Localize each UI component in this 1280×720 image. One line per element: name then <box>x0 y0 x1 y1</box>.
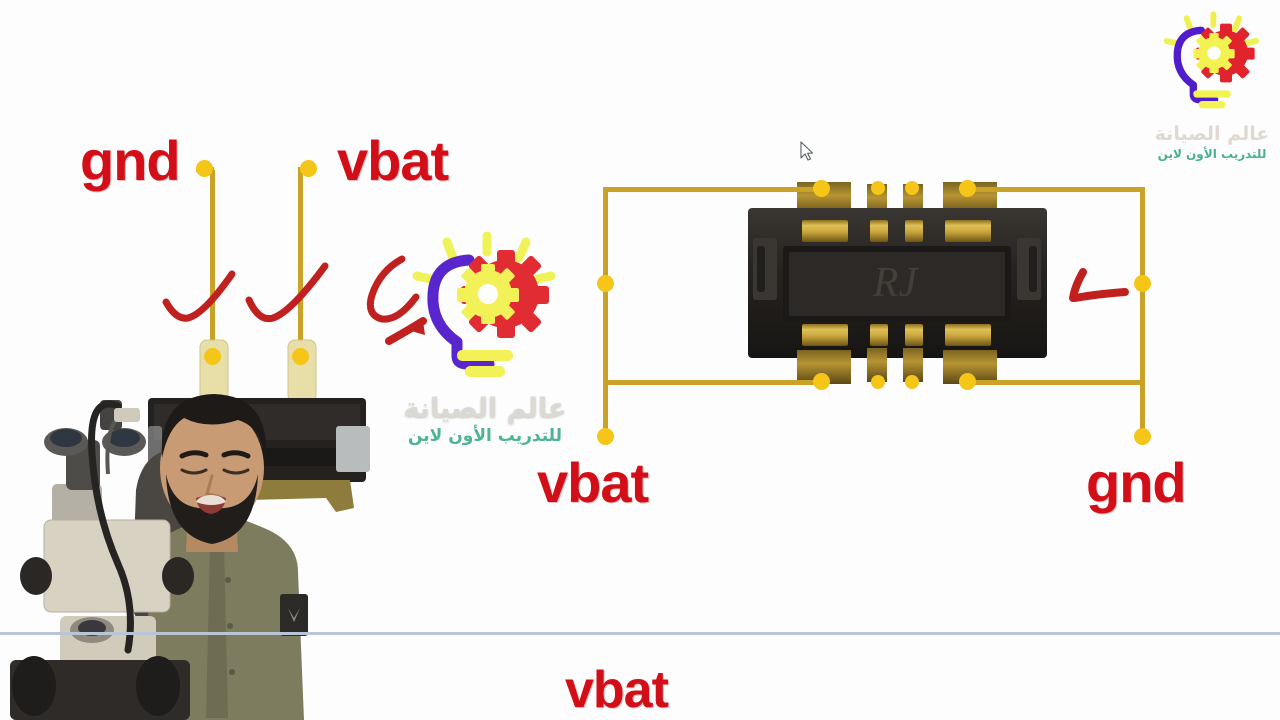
brand-logo-top-right: عالم الصيانة للتدريب الأون لاين <box>1152 6 1272 166</box>
node-connector-pad-bottom-1 <box>813 373 830 390</box>
node-connector-pad-bottom-3 <box>905 375 919 389</box>
brand-logo-brand-text: عالم الصيانة <box>1154 123 1270 145</box>
label-vbat-top-left: vbat <box>337 129 449 192</box>
horizontal-divider <box>0 632 1280 635</box>
right-bus-top-branch <box>962 187 1145 192</box>
label-gnd-bottom-right: gnd <box>1086 451 1187 514</box>
node-connector-pad-top-1 <box>813 180 830 197</box>
label-gnd-top-left: gnd <box>80 129 181 192</box>
node-left-bus-mid <box>597 275 614 292</box>
left-bus-bottom-branch <box>603 380 828 385</box>
video-overlay-technician <box>10 394 308 720</box>
center-watermark-logo: عالم الصيانة للتدريب الأون لاين <box>395 231 575 446</box>
logo-tagline-text: للتدريب الأون لاين <box>408 426 562 446</box>
red-arrow-right <box>1069 268 1129 302</box>
node-socket-pad-gnd <box>204 348 221 365</box>
svg-text:RJ: RJ <box>872 260 920 306</box>
node-connector-pad-top-3 <box>905 181 919 195</box>
battery-fpc-connector-photo: RJ <box>748 182 1047 384</box>
node-vbat-bottom-left <box>597 428 614 445</box>
node-gnd-top-left <box>196 160 213 177</box>
left-bus-vertical <box>603 192 608 440</box>
red-check-mark-2 <box>245 262 329 323</box>
node-connector-pad-bottom-4 <box>959 373 976 390</box>
node-connector-pad-bottom-2 <box>871 375 885 389</box>
logo-brand-text: عالم الصيانة <box>403 393 567 424</box>
label-vbat-bottom-center: vbat <box>565 661 669 719</box>
red-check-mark-1 <box>162 270 236 322</box>
node-right-bus-mid <box>1134 275 1151 292</box>
left-bus-top-branch <box>603 187 828 192</box>
node-connector-pad-top-4 <box>959 180 976 197</box>
right-bus-bottom-branch <box>962 380 1145 385</box>
label-vbat-bottom-left: vbat <box>537 451 649 514</box>
node-vbat-top-left <box>300 160 317 177</box>
node-gnd-bottom-right <box>1134 428 1151 445</box>
right-bus-vertical <box>1140 192 1145 440</box>
node-connector-pad-top-2 <box>871 181 885 195</box>
arrow-cursor <box>800 141 814 161</box>
brand-logo-tagline-text: للتدريب الأون لاين <box>1157 147 1267 161</box>
node-socket-pad-vbat <box>292 348 309 365</box>
wire-gnd-to-socket <box>210 170 215 360</box>
